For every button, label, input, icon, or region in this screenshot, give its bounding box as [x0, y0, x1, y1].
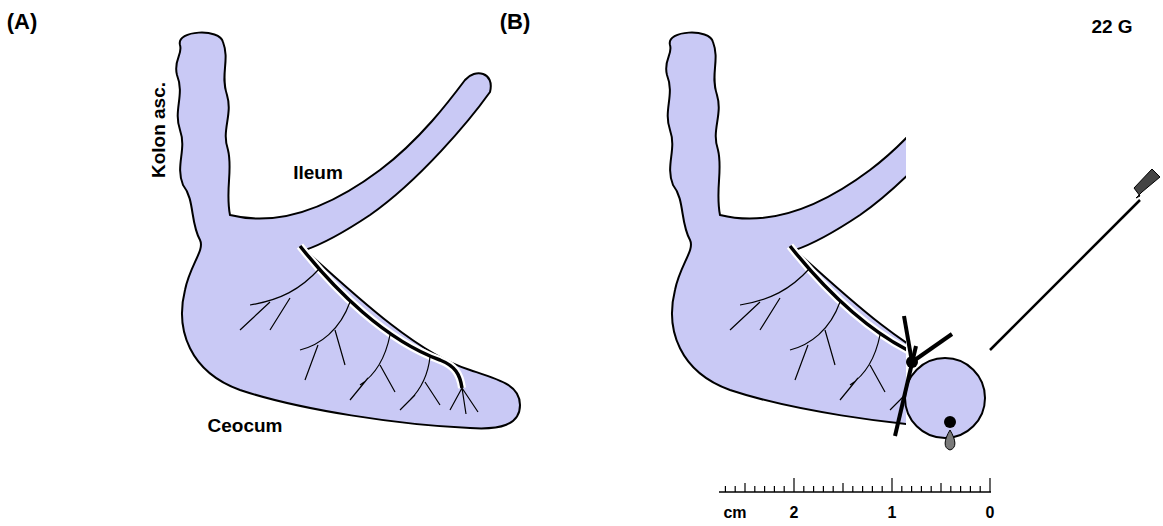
gauge-label: 22 G: [1091, 17, 1132, 36]
panel-label: (A): [7, 11, 38, 33]
panel-label: (B): [500, 11, 531, 33]
ruler-unit: cm: [723, 505, 746, 521]
organ-label: Kolon asc.: [149, 82, 168, 178]
ruler-number: 0: [986, 505, 995, 521]
ruler-number: 1: [888, 505, 897, 521]
organ-label: Ceocum: [208, 416, 283, 435]
organ-label: Ileum: [293, 163, 343, 182]
ruler-number: 2: [790, 505, 799, 521]
